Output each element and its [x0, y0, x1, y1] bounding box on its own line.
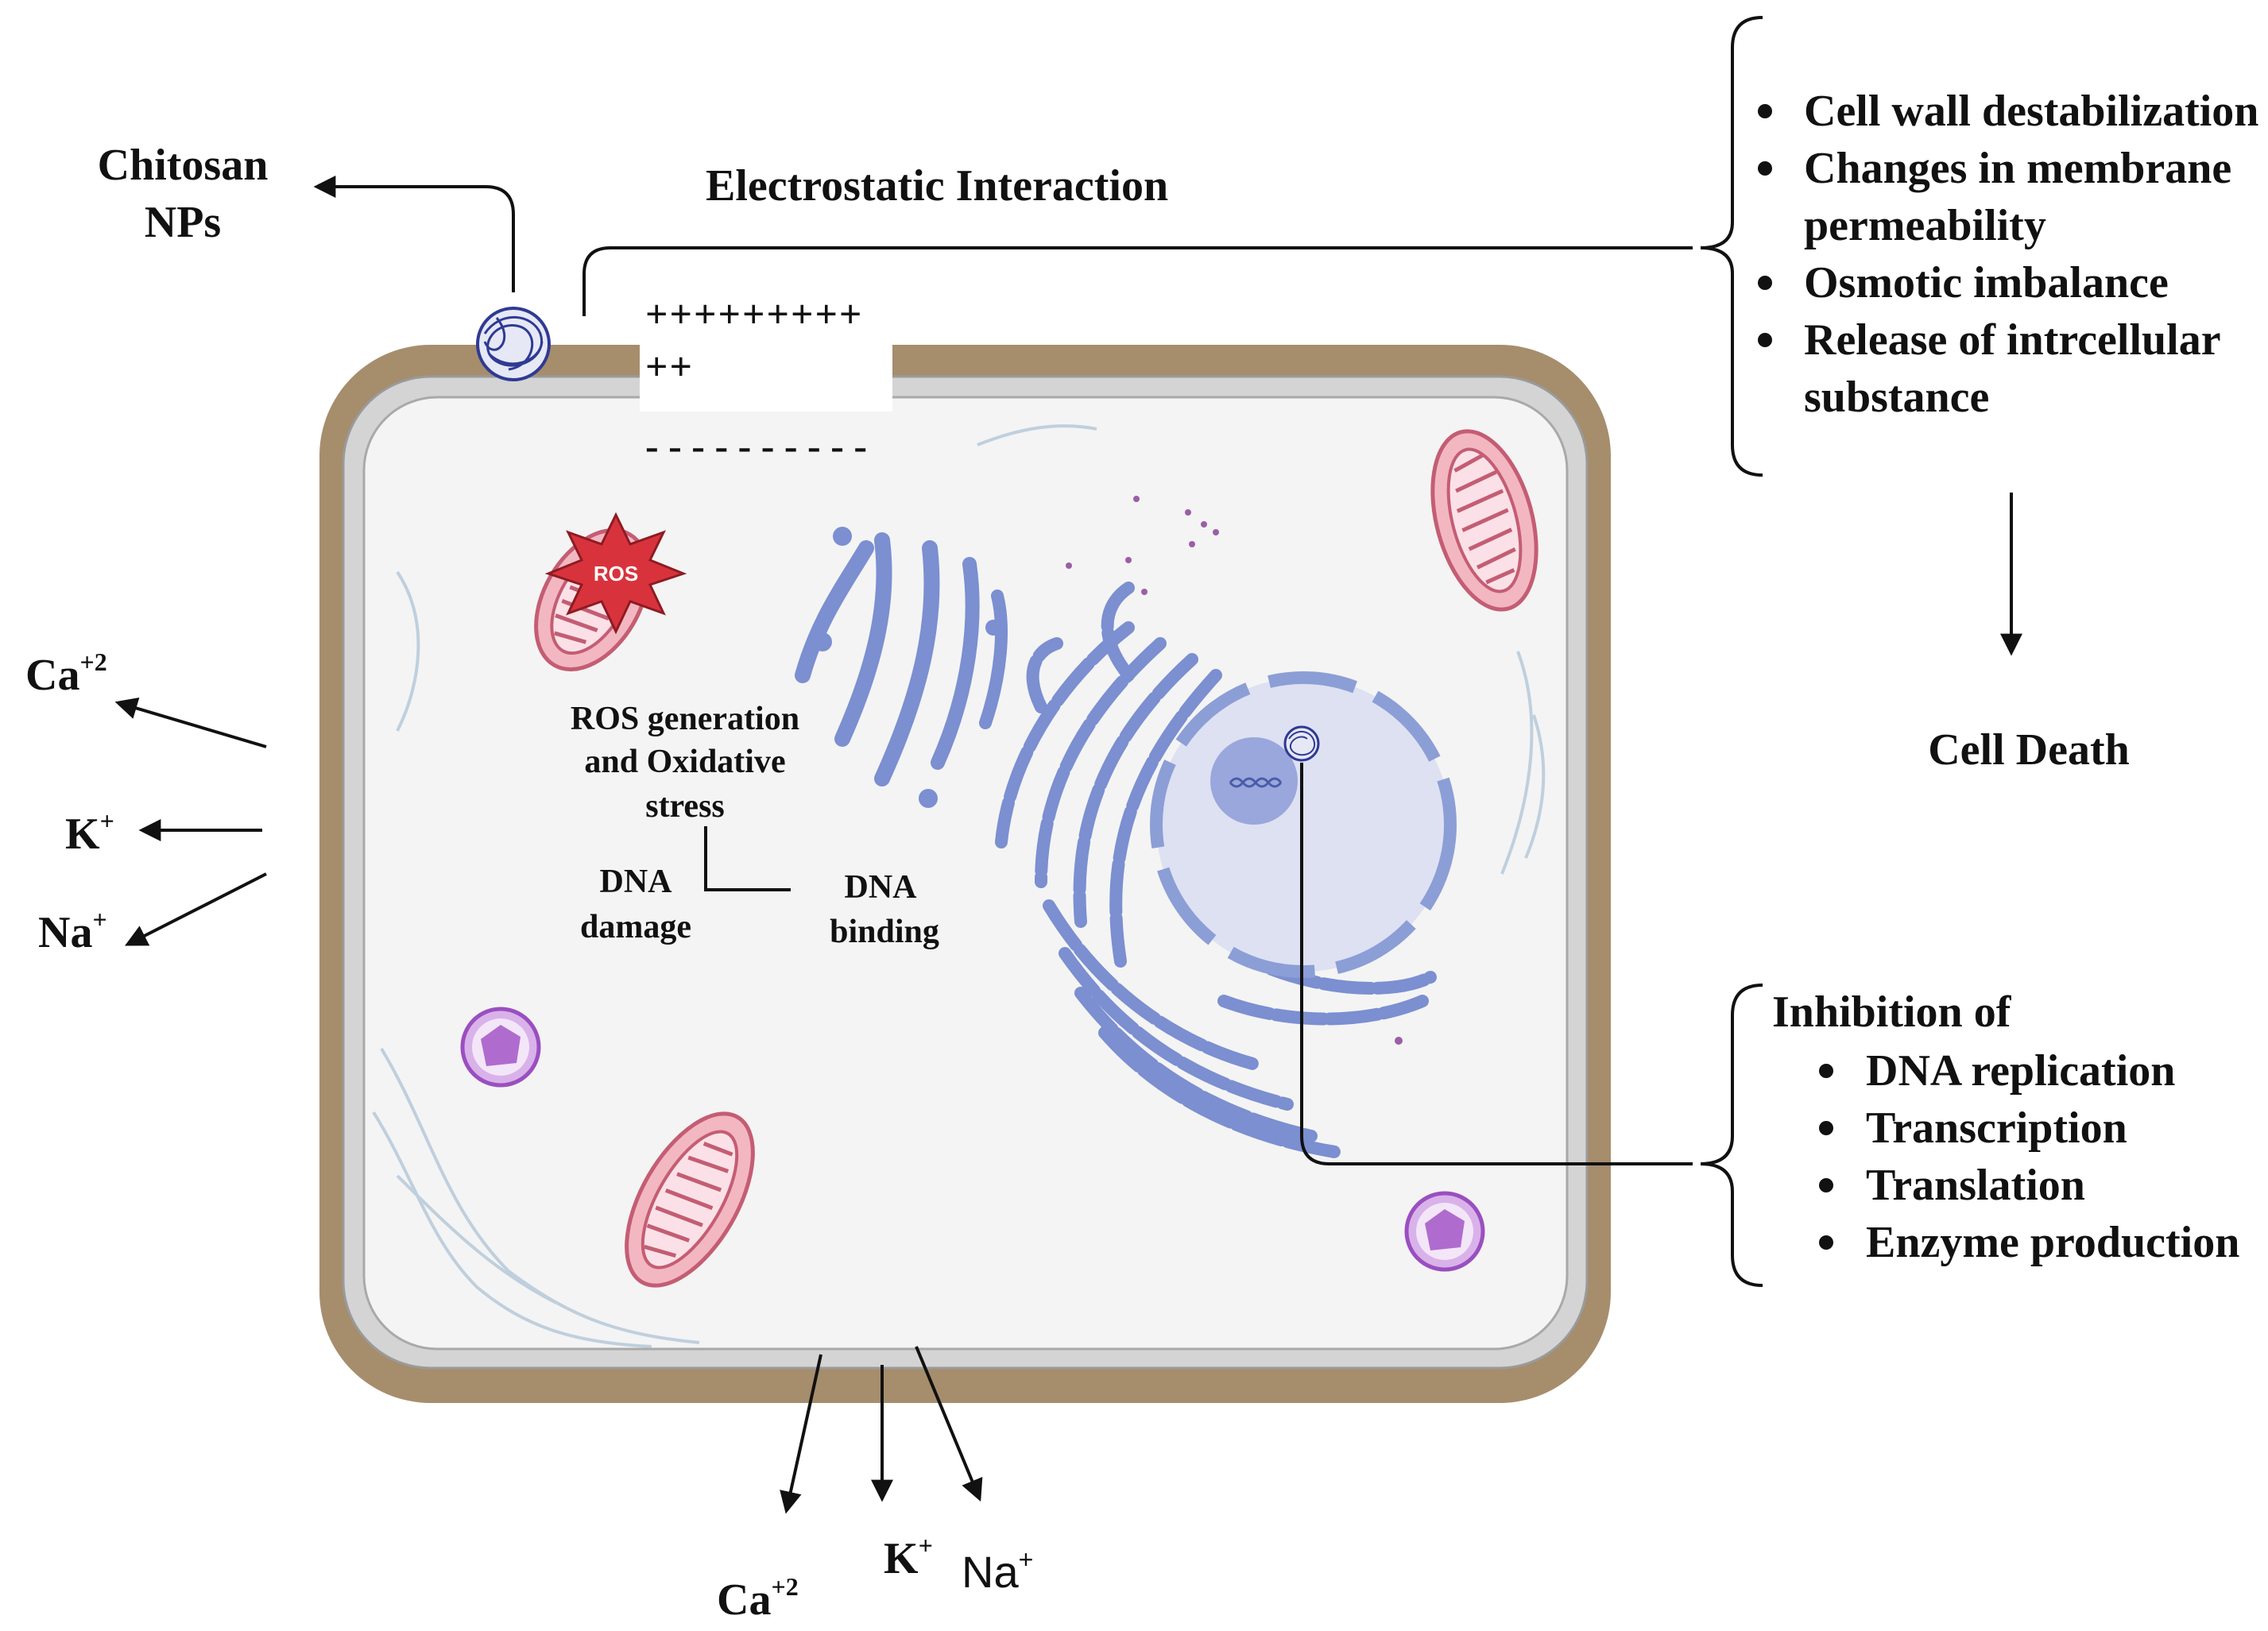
ion-na-bottom: Na+ [962, 1545, 1033, 1597]
inhibition-list: Inhibition of DNA replication Transcript… [1772, 987, 2239, 1267]
ion-ca-left: Ca+2 [25, 647, 107, 700]
dna-damage-line-2: damage [580, 909, 691, 945]
effect-item-continued: substance [1804, 373, 1989, 422]
effect-item: Release of intrcellular [1804, 315, 2221, 365]
positive-charges-row-1: +++++++++ [645, 292, 863, 336]
connectors [114, 16, 2022, 1514]
bullet [1819, 1178, 1833, 1192]
bullet [1819, 1121, 1833, 1135]
inhibition-item: DNA replication [1866, 1046, 2175, 1096]
dna-damage-line-1: DNA [600, 864, 673, 900]
bullet [1758, 104, 1772, 118]
inhibition-line [1300, 763, 1693, 1165]
ion-na-left: Na+ [38, 905, 107, 957]
cell-death-label: Cell Death [1928, 725, 2130, 775]
arrow-ca-left [114, 697, 267, 748]
ros-generation-line-2: and Oxidative [584, 744, 785, 780]
mitochondrion-top-right [1430, 429, 1538, 612]
bullet [1819, 1235, 1833, 1250]
inhibition-item: Translation [1866, 1161, 2085, 1210]
ion-ca-bottom: Ca+2 [717, 1572, 799, 1625]
positive-charges-row-2: ++ [645, 344, 694, 388]
arrow-na-bottom [915, 1346, 983, 1502]
inhibition-item: Enzyme production [1866, 1218, 2239, 1267]
effect-item: Osmotic imbalance [1804, 258, 2169, 307]
bullet [1819, 1064, 1833, 1078]
dna-bracket [704, 826, 791, 891]
electrostatic-interaction-label: Electrostatic Interaction [706, 161, 1168, 211]
negative-charges-row: - - - - - - - - - - [645, 423, 867, 468]
ros-generation-line-1: ROS generation [571, 701, 799, 737]
inhibition-brace [1700, 984, 1763, 1287]
rough-endoplasmic-reticulum [995, 582, 1437, 1158]
golgi-apparatus [795, 527, 1008, 808]
vesicle-right [1404, 1191, 1485, 1272]
arrow-ca-bottom [780, 1354, 822, 1514]
charge-gap [640, 340, 892, 412]
ros-generation-line-3: stress [645, 788, 725, 825]
ros-burst-icon: ROS [544, 512, 687, 635]
chitosan-nanoparticle-icon [476, 307, 551, 381]
arrow-na-left [125, 872, 267, 946]
effects-list: Cell wall destabilization Changes in mem… [1758, 87, 2258, 422]
ribosome-dots [1066, 496, 1403, 1045]
cytoplasm [362, 396, 1569, 1351]
cytoskeleton-fibers [372, 424, 1546, 1348]
inhibition-title: Inhibition of [1772, 987, 2012, 1037]
vesicle-left [460, 1007, 541, 1088]
dna-binding-line-2: binding [830, 914, 939, 950]
inhibition-item: Transcription [1866, 1103, 2127, 1153]
chitosan-nanoparticle-nucleus-icon [1283, 725, 1320, 762]
bullet [1758, 333, 1772, 347]
effect-item-continued: permeability [1804, 201, 2046, 250]
electrostatic-line [582, 246, 1693, 316]
effects-brace [1700, 16, 1763, 477]
effect-item: Changes in membrane [1804, 144, 2231, 193]
ros-badge-label: ROS [594, 562, 638, 586]
chitosan-label-line-1: Chitosan [98, 141, 269, 190]
mitochondrion-bottom-left [625, 1111, 755, 1288]
ion-k-left: K+ [65, 806, 114, 859]
dna-binding-line-1: DNA [845, 869, 918, 906]
chitosan-label-line-2: NPs [145, 198, 221, 247]
bullet [1758, 276, 1772, 290]
arrow-to-chitosan-label [313, 176, 515, 292]
ion-k-bottom: K+ [884, 1531, 933, 1583]
effect-item: Cell wall destabilization [1804, 87, 2258, 136]
bullet [1758, 161, 1772, 176]
bacterial-cell: ROS [319, 340, 1611, 1403]
